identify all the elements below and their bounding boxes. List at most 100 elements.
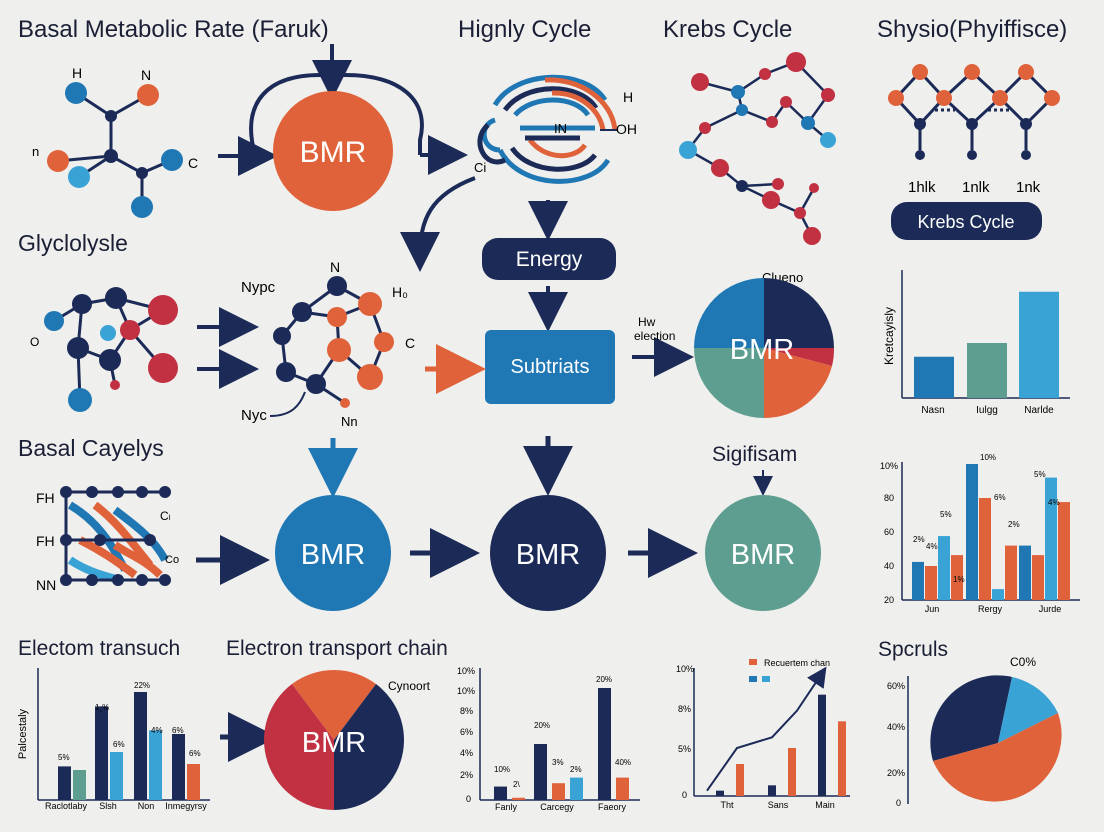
chart5-dl-0: 10% <box>494 765 510 774</box>
arrow-cycle-to-mol4 <box>400 176 476 272</box>
chart3-bar-3-0 <box>172 734 185 800</box>
bmr-pie-bottom <box>264 670 404 810</box>
chart5-bar-2-0 <box>598 688 611 800</box>
chart2-ytick-2: 60 <box>884 527 894 537</box>
chart6-bar-navy-0 <box>716 790 724 796</box>
chart5-ytick-0: 10% <box>457 666 475 676</box>
chart6-ytick-2: 5% <box>678 744 691 754</box>
chart2-dl-7: 5% <box>1034 470 1046 479</box>
molecule-1 <box>47 82 183 218</box>
mol4-label-nypc: Nypc <box>241 279 276 296</box>
mol5-label-c: Cₗ <box>160 509 171 523</box>
chart3-cat-0: Raclotlaby <box>45 801 88 811</box>
chart6-legend-0: Recuertem chan <box>764 658 830 668</box>
energy-label: Energy <box>516 248 583 271</box>
chart2-dl-3: 1% <box>953 575 965 584</box>
heading-special: Spcruls <box>878 638 948 661</box>
molecule-5 <box>60 486 171 586</box>
chart3-dl-3: 22% <box>134 681 150 690</box>
bmr-pie-center <box>694 278 835 419</box>
chart2-ytick-0: 10% <box>880 461 898 471</box>
chart7-ytick-3: 0 <box>896 798 901 808</box>
chart5-dl-2: 20% <box>534 721 550 730</box>
mol1-label-c: C <box>188 155 198 171</box>
mol5-label-nn: NN <box>36 577 56 593</box>
mol1-label-n: N <box>141 67 151 83</box>
heading-glycolysis: Glyclolysle <box>18 230 128 256</box>
molecule-3 <box>44 287 178 412</box>
chart5-bar-1-2 <box>570 777 583 800</box>
mol5-label-fh1: FH <box>36 490 55 506</box>
chart6-cat-1: Sans <box>768 800 789 810</box>
chart2-bar-0-3 <box>951 555 963 600</box>
chart3-cat-3: Inmegyrsy <box>165 801 207 811</box>
chart7-title-label: C0% <box>1010 655 1036 669</box>
chart5-dl-4: 2% <box>570 765 582 774</box>
chart1-cat-0: Nasn <box>921 405 944 416</box>
chart6-cat-2: Main <box>815 800 835 810</box>
chart3-cat-2: Non <box>138 801 155 811</box>
heading-electron1: Electom transuch <box>18 637 180 660</box>
heading-electron2: Electron transport chain <box>226 637 448 660</box>
chart3-bar-2-0 <box>134 692 147 800</box>
chart2-bar-2-3 <box>1058 502 1070 600</box>
mol4-connector <box>269 391 306 417</box>
mol1-label-n2: n <box>32 144 39 159</box>
chart5-bar-0-0 <box>494 786 507 800</box>
chart2-dl-1: 4% <box>926 542 938 551</box>
chart5-bar-0-1 <box>512 797 525 800</box>
chart5-ytick-3: 6% <box>460 727 473 737</box>
chart5-cat-1: Carcegy <box>540 802 574 812</box>
bmr-node-1-label: BMR <box>301 539 365 571</box>
mol3-label-o: O <box>30 335 39 349</box>
chart3-cat-1: Slsh <box>99 801 117 811</box>
heading-top-left: Basal Metabolic Rate (Faruk) <box>18 16 329 43</box>
chart3-dl-1: 1¸% <box>95 703 109 712</box>
chart7-ytick-1: 40% <box>887 722 905 732</box>
chart6-bar-orange-2 <box>838 721 846 796</box>
heading-significance: Sigifisam <box>712 443 797 466</box>
chart3-bar-3-3 <box>187 764 200 800</box>
chart2-bar-1-1 <box>979 498 991 600</box>
chart2-cat-0: Jun <box>925 604 940 614</box>
chart2-dl-4: 10% <box>980 453 996 462</box>
chart7-ytick-0: 60% <box>887 681 905 691</box>
bmr-node-3 <box>705 495 821 611</box>
chart5-cat-0: Fanly <box>495 802 518 812</box>
chart3-bar-1-0 <box>95 706 108 800</box>
chart2-bar-2-0 <box>1019 545 1031 600</box>
mol4-label-nyc: Nyc <box>241 407 267 424</box>
chart5-ytick-4: 4% <box>460 748 473 758</box>
chart3-dl-2: 6% <box>113 740 125 749</box>
lattice-label-1: 1hlk <box>908 179 936 196</box>
chart5-ytick-6: 0 <box>466 794 471 804</box>
bmr-pie-center-label: BMR <box>730 334 794 366</box>
chart1-bar-1 <box>967 343 1007 398</box>
chart5-bar-2-1 <box>616 777 629 800</box>
loop-bmr-top <box>249 73 424 156</box>
lattice-molecule <box>888 64 1060 160</box>
chart1-bar-2 <box>1019 291 1059 398</box>
chart6-bar-navy-2 <box>818 694 826 796</box>
heading-top-right2: Shysio(Phyiffisce) <box>877 16 1067 43</box>
cycle-label-h: H <box>623 89 633 105</box>
bmr-top-label: BMR <box>300 136 367 169</box>
chart3-bar-2-2 <box>149 730 162 800</box>
chart3-dl-5: 6% <box>172 726 184 735</box>
chart6-ytick-1: 8% <box>678 704 691 714</box>
cycle-label-ci: Ci <box>474 160 486 175</box>
chart3-bar-1-2 <box>110 752 123 800</box>
chart5-bar-1-1 <box>552 783 565 800</box>
heading-basal: Basal Cayelys <box>18 435 164 461</box>
chart-1: Kretcayisly Nasn Iulgg Narlde <box>882 270 1070 416</box>
lattice-label-3: 1nk <box>1016 179 1041 196</box>
chart-3: Palcestaly Raclotlaby Slsh Non Inmegyrsy… <box>17 668 210 811</box>
substrates-node <box>485 330 615 404</box>
chart5-ytick-2: 8% <box>460 706 473 716</box>
krebs-chain-molecule <box>679 52 836 245</box>
chart7-ytick-2: 20% <box>887 768 905 778</box>
chart6-ytick-0: 10% <box>676 664 694 674</box>
chart1-ylabel: Kretcayisly <box>882 307 896 365</box>
chart-6: Recuertem chan 10% 8% 5% 0 Tht Sans Main <box>676 658 850 810</box>
chart6-bar-navy-1 <box>768 785 776 796</box>
